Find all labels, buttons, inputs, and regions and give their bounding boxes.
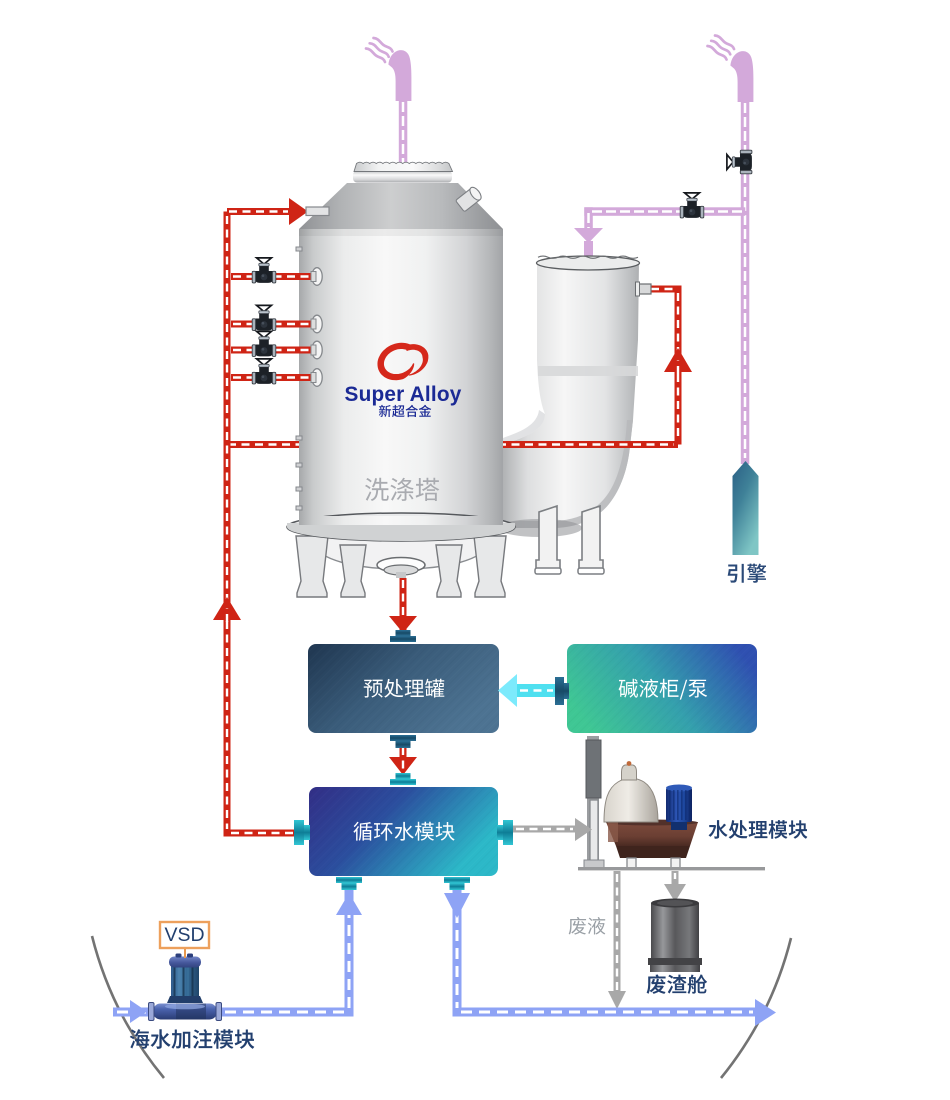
svg-text:VSD: VSD — [164, 924, 204, 946]
svg-text:Super Alloy: Super Alloy — [345, 383, 462, 406]
